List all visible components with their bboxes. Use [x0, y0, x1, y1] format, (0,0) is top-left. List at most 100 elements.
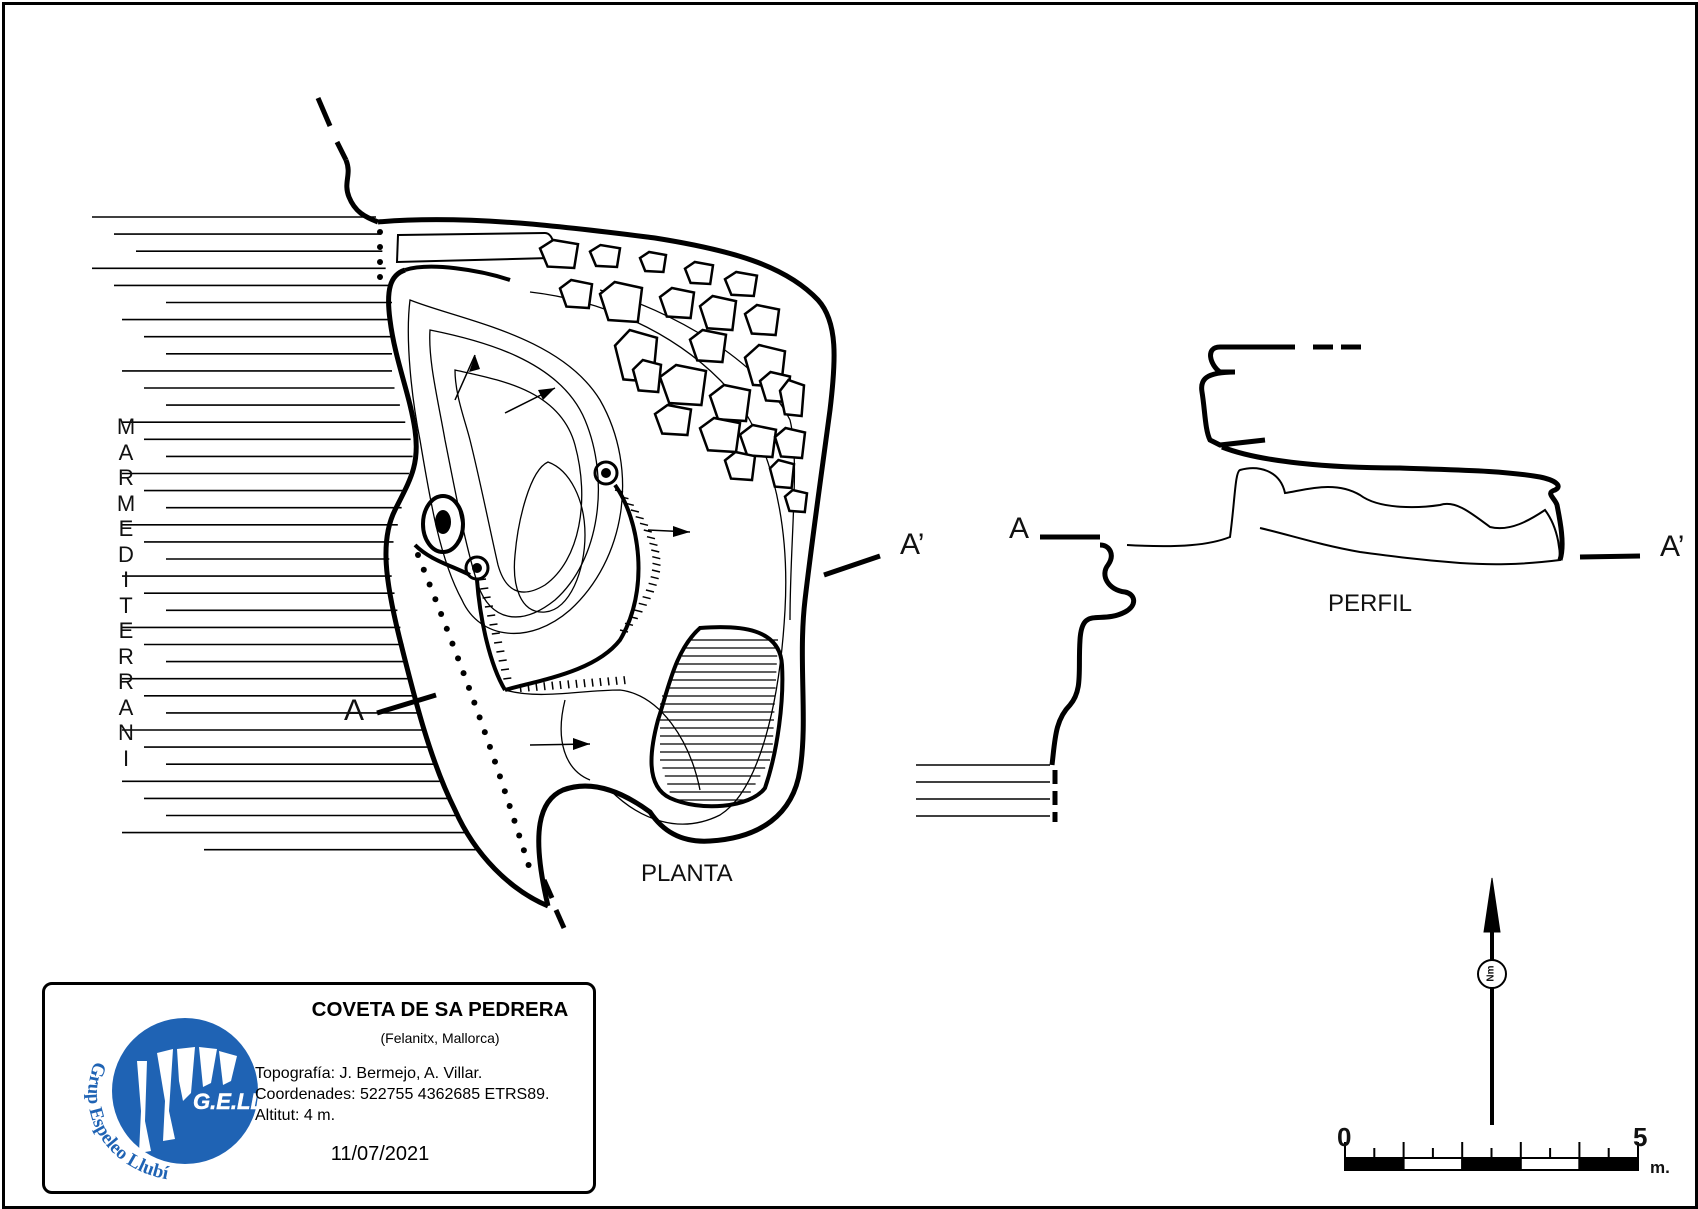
cave-title: COVETA DE SA PEDRERA: [311, 998, 569, 1021]
scarp-tick: [619, 629, 629, 633]
scarp-tick: [477, 578, 487, 581]
scarp-tick: [625, 502, 634, 507]
scarp-tick: [500, 668, 510, 671]
scarp-tick: [489, 623, 498, 626]
dot-marker: [516, 832, 523, 839]
dot-marker: [377, 259, 383, 265]
boulder-block: [723, 270, 759, 298]
scarp-tick: [583, 679, 586, 688]
scarp-tick: [575, 679, 578, 688]
boulder-block: [588, 243, 622, 269]
dot-marker: [449, 640, 456, 647]
boulder-block: [743, 303, 781, 337]
dot-marker: [460, 670, 467, 677]
scarp-tick: [652, 555, 661, 560]
pool-hatching: [660, 639, 778, 801]
sea-letter: E: [118, 618, 134, 643]
scale-segment: [1578, 1157, 1640, 1171]
scarp-tick: [480, 587, 489, 590]
scarp-tick: [527, 683, 530, 692]
survey-date: 11/07/2021: [330, 1143, 430, 1165]
north-arrow: [1477, 877, 1507, 1125]
boulder-block: [631, 358, 663, 394]
dot-marker: [377, 229, 383, 235]
gell-logo: G.E.LL. Grup Espeleo Llubí: [83, 1018, 270, 1181]
dot-marker: [465, 684, 472, 691]
dot-marker: [443, 625, 450, 632]
scarp-tick: [519, 683, 522, 693]
scale-start-label: 0: [1337, 1122, 1352, 1152]
scarp-tick: [638, 602, 647, 607]
dot-marker: [501, 788, 508, 795]
scale-end-label: 5: [1633, 1122, 1648, 1152]
scarp-tick: [634, 609, 643, 613]
boulder-block: [778, 378, 806, 418]
scarp-tick: [543, 682, 546, 691]
scarp-tick: [487, 614, 496, 617]
plan-section-end-label: A’: [900, 528, 925, 561]
boulder-blocks: [538, 238, 809, 514]
scarp-tick: [503, 677, 512, 680]
scarp-tick: [624, 622, 634, 627]
dot-marker: [525, 862, 532, 868]
logo-acronym: G.E.LL.: [193, 1089, 270, 1114]
sea-letter: A: [118, 439, 134, 465]
boulder-block: [773, 426, 807, 460]
plan-left-wall: [383, 267, 549, 909]
scarp-tick: [591, 678, 594, 687]
scarp-tick: [635, 515, 644, 520]
sea-hatching: [92, 216, 480, 851]
scarp-tick: [629, 615, 639, 620]
scarp-tick: [646, 535, 656, 540]
section-line-plan-a-prime: [823, 553, 881, 578]
dot-marker: [420, 566, 427, 573]
dot-marker: [520, 847, 527, 854]
sea-letter: R: [118, 465, 134, 490]
scarp-tick: [615, 676, 618, 685]
scarp-tick: [623, 676, 626, 685]
scarp-tick: [645, 589, 655, 593]
plan-inner-entrance: [404, 264, 511, 282]
sea-letter: A: [118, 694, 134, 720]
sea-letter: I: [122, 567, 130, 592]
sea-letter: M: [116, 490, 136, 516]
boulder-block: [598, 280, 644, 324]
dot-marker: [491, 758, 498, 765]
sea-letter: R: [118, 669, 134, 694]
profile-view-label: PERFIL: [1328, 590, 1413, 617]
plan-outer-wall: [377, 217, 837, 907]
boulder-block: [658, 286, 696, 320]
boulder-block: [558, 278, 594, 310]
dot-marker: [415, 552, 421, 558]
scarp-line: [504, 483, 641, 692]
scarp-tick: [491, 632, 500, 635]
scale-segment: [1402, 1157, 1464, 1171]
logo-stalactites: [137, 1047, 237, 1153]
scarp-tick: [496, 650, 505, 653]
sea-letter: N: [118, 720, 134, 745]
boulder-block: [638, 250, 668, 274]
boulder-block: [738, 423, 778, 459]
boulder-block: [683, 260, 715, 286]
dot-marker: [476, 714, 483, 721]
dot-marker: [511, 817, 518, 824]
survey-coordinates: Coordenades: 522755 4362685 ETRS89.: [255, 1086, 550, 1103]
scarp-tick: [551, 681, 554, 690]
scarp-tick: [643, 529, 652, 533]
scale-segment: [1344, 1157, 1405, 1171]
scarp-tick: [639, 522, 649, 527]
plan-section-start-label: A: [344, 694, 365, 727]
scarp-tick: [620, 495, 629, 500]
boulder-block: [783, 488, 809, 514]
sea-letter: R: [118, 643, 134, 669]
scarp-tick: [494, 641, 503, 644]
scarp-tick: [559, 680, 562, 690]
profile-sea-hatching: [916, 764, 1050, 817]
boulder-block: [538, 238, 580, 270]
dot-marker: [377, 274, 383, 280]
scarp-tick: [630, 509, 640, 513]
boulder-block: [653, 403, 693, 437]
boulder-block: [698, 416, 742, 454]
